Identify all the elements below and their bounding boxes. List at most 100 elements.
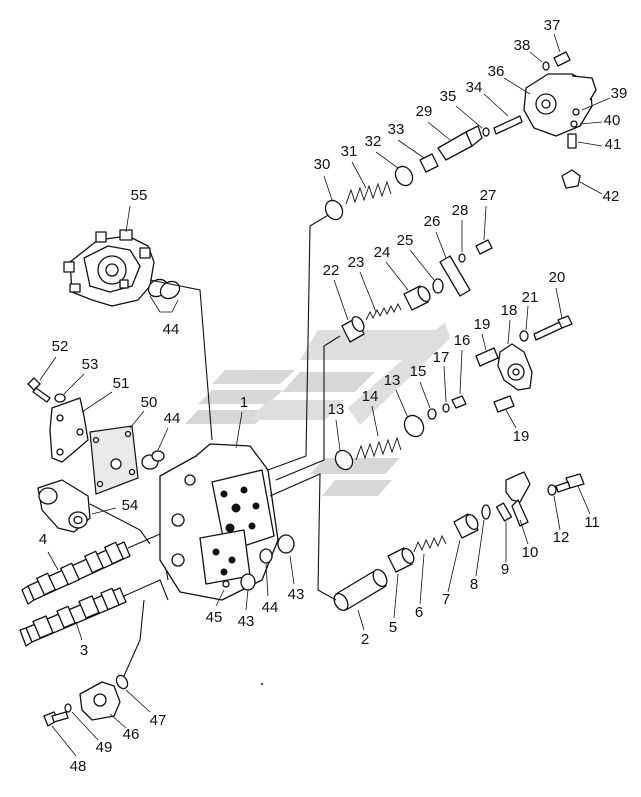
callout-29: 29 [416, 103, 433, 120]
callout-41: 41 [605, 136, 622, 153]
callout-10: 10 [522, 544, 539, 561]
callout-12: 12 [553, 529, 570, 546]
part-27-bolt [475, 205, 493, 255]
callout-19: 19 [474, 316, 491, 333]
part-48-bolt [43, 711, 77, 757]
part-19-pin-upper [475, 333, 499, 367]
part-40-washer [570, 120, 603, 128]
part-9-pin [495, 502, 513, 562]
callout-11: 11 [584, 514, 600, 531]
part-36-cover [503, 73, 597, 137]
part-25-oring [409, 249, 444, 294]
part-10-bracket [505, 471, 531, 545]
part-29-poppet [427, 121, 483, 161]
part-32-seat [375, 151, 414, 187]
callout-30: 30 [314, 156, 331, 173]
part-12-washer [547, 484, 561, 531]
part-51-plate [49, 391, 113, 463]
part-14-spring [355, 405, 402, 461]
part-24-piston [385, 261, 431, 311]
part-20-bolt [533, 287, 573, 341]
assembly-line-middle [275, 335, 341, 481]
part-38-washer [529, 51, 550, 71]
part-17-washer [442, 365, 450, 413]
part-45-ball [215, 580, 230, 607]
assembly-line-upper [267, 213, 331, 471]
part-2-sleeve [333, 568, 388, 631]
part-15-oring [419, 381, 437, 420]
part-7-plug [447, 513, 479, 593]
part-19-pin-lower [493, 395, 517, 429]
callout-34: 34 [466, 79, 483, 96]
callout-21: 21 [522, 289, 539, 306]
part-35-washer [455, 105, 490, 137]
part-47-oring [115, 599, 151, 713]
callout-31: 31 [341, 143, 358, 160]
callout-9: 9 [501, 561, 509, 578]
callout-23: 23 [348, 254, 365, 271]
callout-52: 52 [52, 338, 69, 355]
part-49-washer [64, 703, 99, 741]
part-26-rod [435, 231, 471, 297]
callout-43: 43 [238, 613, 255, 630]
part-21-washer [519, 305, 529, 342]
callout-3: 3 [80, 642, 88, 659]
callout-51: 51 [113, 375, 130, 392]
part-3-spool [19, 579, 169, 647]
callout-33: 33 [388, 121, 405, 138]
part-8-oring [475, 504, 491, 577]
callout-44: 44 [163, 321, 180, 338]
callout-4: 4 [39, 531, 47, 548]
part-6-spring [413, 534, 447, 605]
part-46-cover [79, 681, 127, 729]
part-18-flange [497, 319, 533, 391]
assembly-line-55 [149, 279, 213, 441]
callout-50: 50 [141, 394, 158, 411]
part-5-piston [387, 547, 415, 619]
watermark-logo [185, 322, 450, 496]
part-43-oring-right [277, 534, 295, 585]
callout-2: 2 [361, 631, 369, 648]
callout-27: 27 [480, 187, 497, 204]
callout-35: 35 [440, 88, 457, 105]
part-44-oring-mid [141, 427, 169, 470]
callout-47: 47 [150, 712, 167, 729]
part-55-valve-assembly [63, 205, 155, 307]
part-28-washer [458, 220, 466, 263]
callout-45: 45 [206, 609, 223, 626]
part-33-ring [397, 139, 439, 173]
part-11-bolt [555, 473, 591, 515]
part-1-valve-body [159, 411, 279, 601]
part-13-cap-right [395, 389, 425, 438]
part-37-bolt [553, 33, 571, 67]
part-13-cap-left [334, 419, 354, 471]
part-31-spring [345, 161, 392, 205]
callout-40: 40 [604, 112, 621, 129]
callout-15: 15 [410, 363, 427, 380]
part-22-cap [333, 279, 365, 343]
callout-6: 6 [415, 604, 423, 621]
part-23-spring [359, 271, 402, 321]
callout-5: 5 [389, 619, 397, 636]
callout-16: 16 [454, 332, 471, 349]
callout-22: 22 [323, 262, 340, 279]
part-41-plug [567, 133, 603, 149]
callout-46: 46 [123, 726, 140, 743]
callout-14: 14 [362, 388, 379, 405]
part-16-bolt [451, 349, 467, 409]
callout-25: 25 [397, 232, 414, 249]
part-52-bolt [27, 356, 57, 403]
callout-13: 13 [384, 372, 401, 389]
callout-42: 42 [603, 188, 620, 205]
part-42-fitting [561, 169, 603, 195]
callout-1: 1 [240, 394, 248, 411]
part-4-spool [21, 533, 169, 605]
part-50-gasket [89, 410, 145, 495]
callout-20: 20 [549, 269, 566, 286]
part-44-oring-lower [259, 548, 273, 597]
callout-18: 18 [501, 302, 518, 319]
part-53-washer [54, 373, 85, 403]
